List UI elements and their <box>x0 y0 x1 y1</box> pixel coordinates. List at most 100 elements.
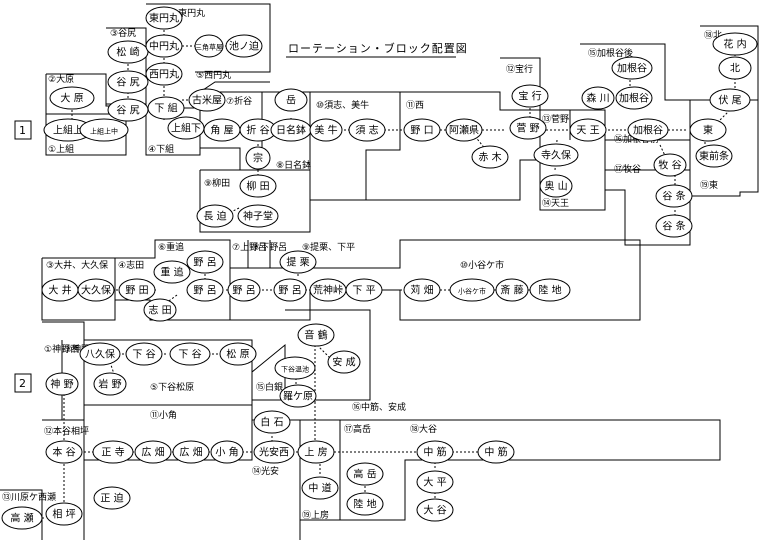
node-label: 相 坪 <box>52 508 75 521</box>
node-ellipse <box>1 506 43 530</box>
node-ellipse <box>274 88 308 112</box>
node-label: 花 内 <box>723 38 746 51</box>
node-ellipse <box>449 278 495 302</box>
region-label-r15: ⑮加根谷後 <box>588 47 633 59</box>
node-ellipse <box>301 476 339 500</box>
node-ellipse <box>169 342 211 366</box>
node-kamiko: 神子堂 <box>237 204 279 228</box>
node-label: 下 谷 <box>178 349 201 361</box>
node-rikuchi2: 陸 地 <box>346 492 384 516</box>
region-label-s3: ③大井、大久保 <box>46 259 108 271</box>
node-hirohata2: 広 畑 <box>172 440 210 464</box>
node-ellipse <box>253 410 291 434</box>
node-ellipse <box>274 356 316 380</box>
node-aso: 阿瀬県 <box>445 118 483 142</box>
node-teikuri: 提 栗 <box>279 250 317 274</box>
node-label: 下 平 <box>352 286 375 297</box>
node-ellipse <box>416 498 454 522</box>
region-label-s15: ⑮白銀 <box>256 381 283 393</box>
section-2-label: 2 <box>19 377 26 390</box>
region-label-s5: ⑤下谷松原 <box>150 381 194 393</box>
node-ellipse <box>210 440 244 464</box>
node-ellipse <box>227 278 261 302</box>
node-noro1: 野 呂 <box>186 250 224 274</box>
node-label: 正 迫 <box>100 492 123 505</box>
node-label: 東前条 <box>699 150 729 163</box>
node-label: 森 川 <box>586 92 609 105</box>
node-ellipse <box>327 350 361 374</box>
node-label: 谷 尻 <box>116 105 139 117</box>
node-ellipse <box>416 440 454 464</box>
node-ellipse <box>118 278 156 302</box>
node-label: 池ノ迫 <box>229 40 259 53</box>
node-ellipse <box>107 70 149 94</box>
village-nodes: 大 原上組上上組上中松 崎谷 尻谷 尻東円丸中円丸三角草屋池ノ迫西円丸古米屋下 … <box>1 6 758 530</box>
node-shimotaniyu: 下谷温池 <box>274 356 316 380</box>
node-label: 阿瀬県 <box>449 125 479 137</box>
region-label-r14: ⑭天王 <box>542 198 569 209</box>
node-label: 下 組 <box>154 102 177 115</box>
node-ellipse <box>611 56 653 80</box>
node-nishien: 西円丸 <box>145 62 183 86</box>
node-label: 天 王 <box>576 126 599 137</box>
node-ellipse <box>653 153 687 177</box>
node-saito: 斎 藤 <box>495 278 529 302</box>
node-label: 下 谷 <box>132 349 155 361</box>
node-label: 安 成 <box>332 356 355 369</box>
node-label: 谷 尻 <box>116 77 139 89</box>
node-iwano: 岩 野 <box>93 372 127 396</box>
region-label-s9: ⑨提栗、下平 <box>302 242 355 253</box>
node-ellipse <box>471 145 509 169</box>
node-label: 大 谷 <box>423 504 446 517</box>
node-ohara: 大 原 <box>49 86 95 110</box>
region-label-r19: ⑲東 <box>700 179 718 191</box>
node-ellipse <box>188 88 226 112</box>
node-label: 広 畑 <box>141 446 164 459</box>
node-tenno: 天 王 <box>569 118 607 142</box>
diagram-title: ローテーション・ブロック配置図 <box>288 41 468 55</box>
node-nakamichi: 中 道 <box>301 476 339 500</box>
node-shimogumi2: 上組下 <box>167 116 205 140</box>
node-sushi: 須 志 <box>348 118 386 142</box>
region-label-r1: ①上組 <box>48 143 74 155</box>
node-ellipse <box>79 118 129 142</box>
region-label-r5: ⑤西円丸 <box>196 69 231 81</box>
node-tanijo1: 谷 条 <box>655 184 693 208</box>
node-label: 野 田 <box>125 285 148 297</box>
node-ellipse <box>477 440 515 464</box>
node-ellipse <box>239 174 277 198</box>
node-label: 中円丸 <box>149 40 179 53</box>
node-label: 奥 山 <box>544 180 567 193</box>
node-ikenomichi: 池ノ迫 <box>225 34 263 58</box>
node-label: 大 平 <box>423 476 446 489</box>
node-ellipse <box>145 6 183 30</box>
node-label: 谷 条 <box>662 220 685 233</box>
node-shimotani1: 下 谷 <box>125 342 163 366</box>
node-noro4: 野 呂 <box>273 278 307 302</box>
node-kokado: 小 角 <box>210 440 244 464</box>
node-noda: 野 田 <box>118 278 156 302</box>
node-ellipse <box>107 40 149 64</box>
node-kamigumi: 上組上 <box>43 118 93 142</box>
node-oka: 岳 <box>274 88 308 112</box>
node-makitani: 牧 谷 <box>653 153 687 177</box>
node-label: 北 <box>730 63 740 75</box>
node-fushio: 伏 尾 <box>709 88 751 112</box>
node-ellipse <box>689 118 727 142</box>
node-ellipse <box>273 278 307 302</box>
node-label: 松 原 <box>226 348 249 361</box>
region-label-r3: ③谷尻 <box>110 28 136 39</box>
node-label: 加根谷 <box>619 92 649 105</box>
node-ellipse <box>569 118 607 142</box>
node-label: 上 房 <box>304 446 327 459</box>
node-label: 大久保 <box>81 284 111 297</box>
node-ellipse <box>445 118 483 142</box>
node-label: 白 石 <box>260 416 283 429</box>
region-label-s6: ⑥重追 <box>158 241 184 253</box>
region-label-r2: ②大原 <box>48 73 74 85</box>
node-ellipse <box>297 440 335 464</box>
node-label: 中 筋 <box>484 446 507 459</box>
node-ellipse <box>77 278 115 302</box>
node-kariba: 苅 畑 <box>403 278 441 302</box>
